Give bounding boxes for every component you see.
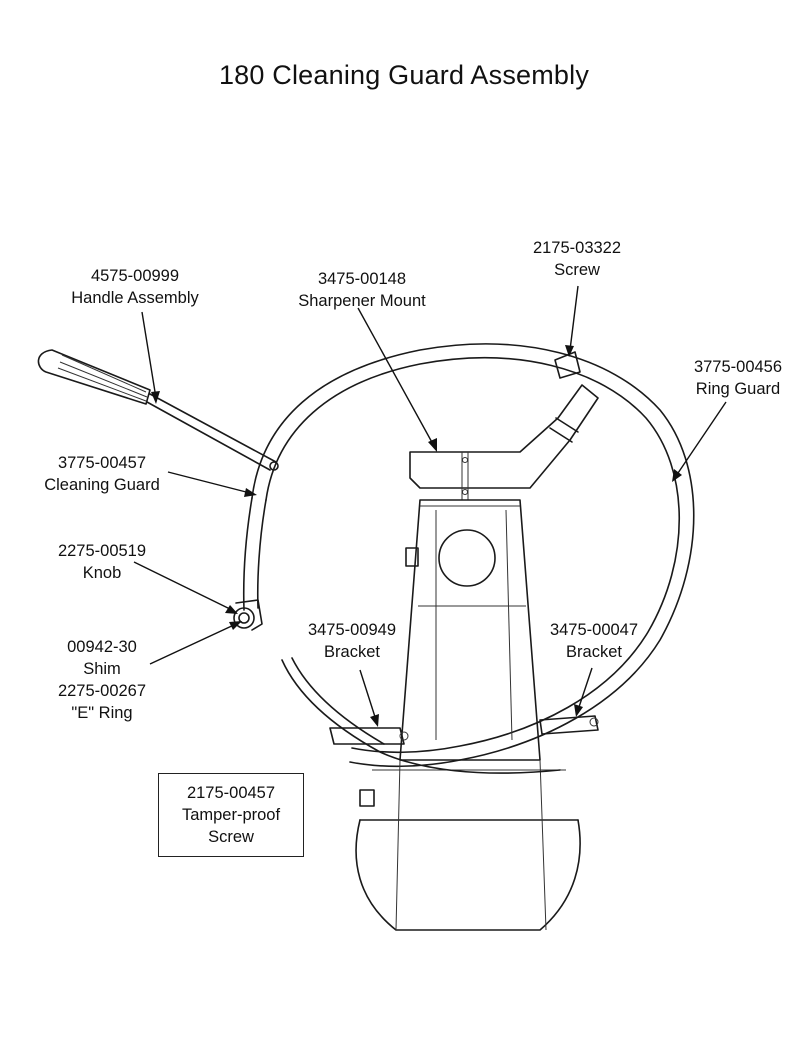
- guard-strip: [281, 657, 561, 774]
- part-number: 3475-00148: [317, 270, 407, 288]
- callout-cleaning-guard: 3775-00457 Cleaning Guard: [44, 452, 160, 496]
- base: [355, 759, 581, 931]
- callout-bracket-left: 3475-00949 Bracket: [308, 619, 396, 663]
- sharpener-mount: [409, 351, 599, 500]
- callout-tamper-proof-screw: 2175-00457 Tamper-proof Screw: [158, 773, 304, 857]
- part-number: 2175-03322: [532, 239, 622, 257]
- callout-shim-e-ring: 00942-30 Shim 2275-00267 "E" Ring: [58, 636, 146, 724]
- part-number: 3775-00457: [57, 454, 147, 472]
- part-number: 3775-00456: [693, 358, 783, 376]
- part-number: 3475-00047: [549, 621, 639, 639]
- part-number: 00942-30: [67, 638, 137, 656]
- leader-lines: [133, 285, 727, 727]
- part-name: Ring Guard: [695, 380, 781, 398]
- part-name-line-2: Screw: [208, 828, 254, 846]
- part-name: Knob: [82, 564, 122, 582]
- part-name: Screw: [554, 261, 600, 279]
- part-number: 2275-00267: [57, 682, 147, 700]
- ring-guard: [251, 343, 695, 768]
- part-name: Cleaning Guard: [44, 476, 160, 494]
- callout-bracket-right: 3475-00047 Bracket: [550, 619, 638, 663]
- part-name: Bracket: [324, 643, 380, 661]
- housing: [399, 499, 541, 761]
- part-number: 2275-00519: [57, 542, 147, 560]
- part-number: 2175-00457: [186, 784, 276, 802]
- knob: [233, 599, 263, 631]
- part-name: Shim: [83, 660, 121, 678]
- bracket-left: [329, 727, 409, 745]
- callout-ring-guard: 3775-00456 Ring Guard: [694, 356, 782, 400]
- callout-sharpener-mount: 3475-00148 Sharpener Mount: [298, 268, 426, 312]
- diagram-title: 180 Cleaning Guard Assembly: [218, 60, 590, 90]
- bracket-right: [539, 715, 599, 735]
- handle-assembly: [37, 349, 279, 471]
- part-name: "E" Ring: [71, 704, 133, 722]
- callout-knob: 2275-00519 Knob: [58, 540, 146, 584]
- callout-handle-assembly: 4575-00999 Handle Assembly: [71, 265, 198, 309]
- part-name: Sharpener Mount: [298, 292, 426, 310]
- callout-screw: 2175-03322 Screw: [533, 237, 621, 281]
- part-number: 3475-00949: [307, 621, 397, 639]
- cleaning-guard: [242, 497, 267, 611]
- part-name: Bracket: [566, 643, 622, 661]
- part-name: Handle Assembly: [71, 289, 199, 307]
- part-name-line-1: Tamper-proof: [181, 806, 281, 824]
- part-number: 4575-00999: [90, 267, 180, 285]
